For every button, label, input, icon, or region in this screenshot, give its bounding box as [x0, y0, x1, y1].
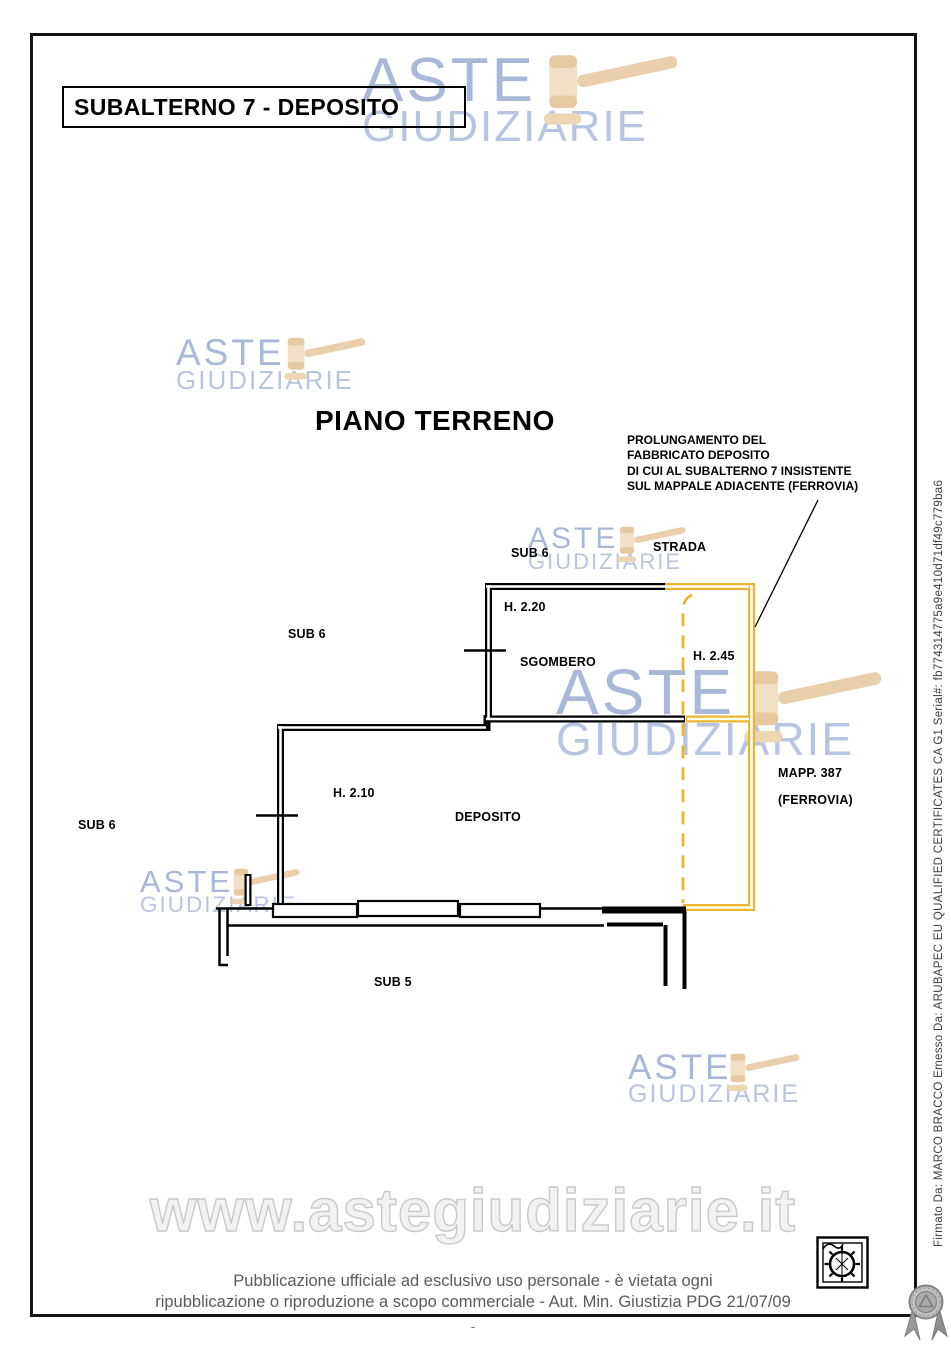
seal-stamp-icon: [816, 1236, 869, 1289]
label-height-extension: H. 2.45: [693, 649, 735, 663]
label-deposito: DEPOSITO: [455, 810, 521, 824]
annotation-leader-line: [754, 499, 819, 628]
extension-outline-core: [663, 585, 753, 909]
footer-disclaimer: Pubblicazione ufficiale ad esclusivo uso…: [30, 1271, 916, 1313]
page-number-mark: -: [470, 1319, 476, 1334]
south-wall-chunk: [602, 906, 686, 914]
window-opening-3: [458, 902, 542, 919]
extension-boundary-dashed: [681, 593, 693, 903]
window-opening-1: [271, 902, 359, 919]
watermark-giudiziarie-text: GIUDIZIARIE: [628, 1080, 801, 1108]
label-mappale-2: (FERROVIA): [778, 793, 853, 807]
watermark-logo-center: ASTE GIUDIZIARIE: [556, 660, 854, 762]
label-height-deposito: H. 2.10: [333, 786, 375, 800]
plan-heading: PIANO TERRENO: [315, 405, 555, 436]
footer-line-1: Pubblicazione ufficiale ad esclusivo uso…: [233, 1272, 713, 1290]
watermark-logo-top: ASTE GIUDIZIARIE: [362, 50, 648, 149]
watermark-logo-strada: ASTE GIUDIZIARIE: [528, 524, 682, 573]
label-strada: STRADA: [653, 540, 707, 554]
section-tick-marks: [256, 649, 506, 817]
watermark-giudiziarie-text: GIUDIZIARIE: [176, 365, 355, 395]
page-title: SUBALTERNO 7 - DEPOSITO: [74, 93, 400, 120]
label-sub6-left: SUB 6: [78, 818, 116, 832]
watermark-aste-text: ASTE: [528, 522, 619, 555]
watermark-aste-text: ASTE: [628, 1048, 732, 1087]
watermark-logo-bottom: ASTE GIUDIZIARIE: [628, 1050, 800, 1107]
watermark-logo-bottom-left: ASTE GIUDIZIARIE: [140, 866, 297, 917]
annotation-line: DI CUI AL SUBALTERNO 7 INSISTENTE: [627, 463, 852, 478]
label-sub6-mid: SUB 6: [288, 627, 326, 641]
watermark-giudiziarie-text: GIUDIZIARIE: [140, 892, 298, 917]
label-sgombero: SGOMBERO: [520, 655, 596, 669]
label-sub6-top: SUB 6: [511, 546, 549, 560]
annotation-line: SUL MAPPALE ADIACENTE (FERROVIA): [627, 478, 859, 493]
annotation-line: FABBRICATO DEPOSITO: [627, 448, 770, 463]
url-watermark: www.astegiudiziarie.it: [149, 1176, 797, 1244]
watermark-aste-text: ASTE: [556, 656, 736, 728]
watermark-aste-text: ASTE: [176, 332, 285, 373]
watermark-giudiziarie-text: GIUDIZIARIE: [556, 713, 855, 765]
label-mappale-1: MAPP. 387: [778, 766, 843, 780]
annotation-note: PROLUNGAMENTO DEL FABBRICATO DEPOSITO DI…: [627, 433, 858, 494]
watermark-aste-text: ASTE: [362, 46, 536, 115]
label-height-sgombero: H. 2.20: [504, 600, 546, 614]
south-wall-returns: [607, 911, 687, 989]
watermark-aste-text: ASTE: [140, 864, 233, 899]
extension-outline-yellow: [663, 583, 755, 911]
watermark-giudiziarie-text: GIUDIZIARIE: [528, 549, 683, 574]
walls-black-core: [246, 585, 684, 904]
footer-line-2: ripubblicazione o riproduzione a scopo c…: [155, 1293, 791, 1311]
title-box: SUBALTERNO 7 - DEPOSITO: [62, 86, 466, 128]
ribbon-award-icon: [904, 1284, 948, 1341]
annotation-line: PROLUNGAMENTO DEL: [627, 433, 767, 447]
window-opening-2: [356, 899, 460, 918]
watermark-logo-mid-left: ASTE GIUDIZIARIE: [176, 334, 354, 393]
label-sub5: SUB 5: [374, 975, 412, 989]
